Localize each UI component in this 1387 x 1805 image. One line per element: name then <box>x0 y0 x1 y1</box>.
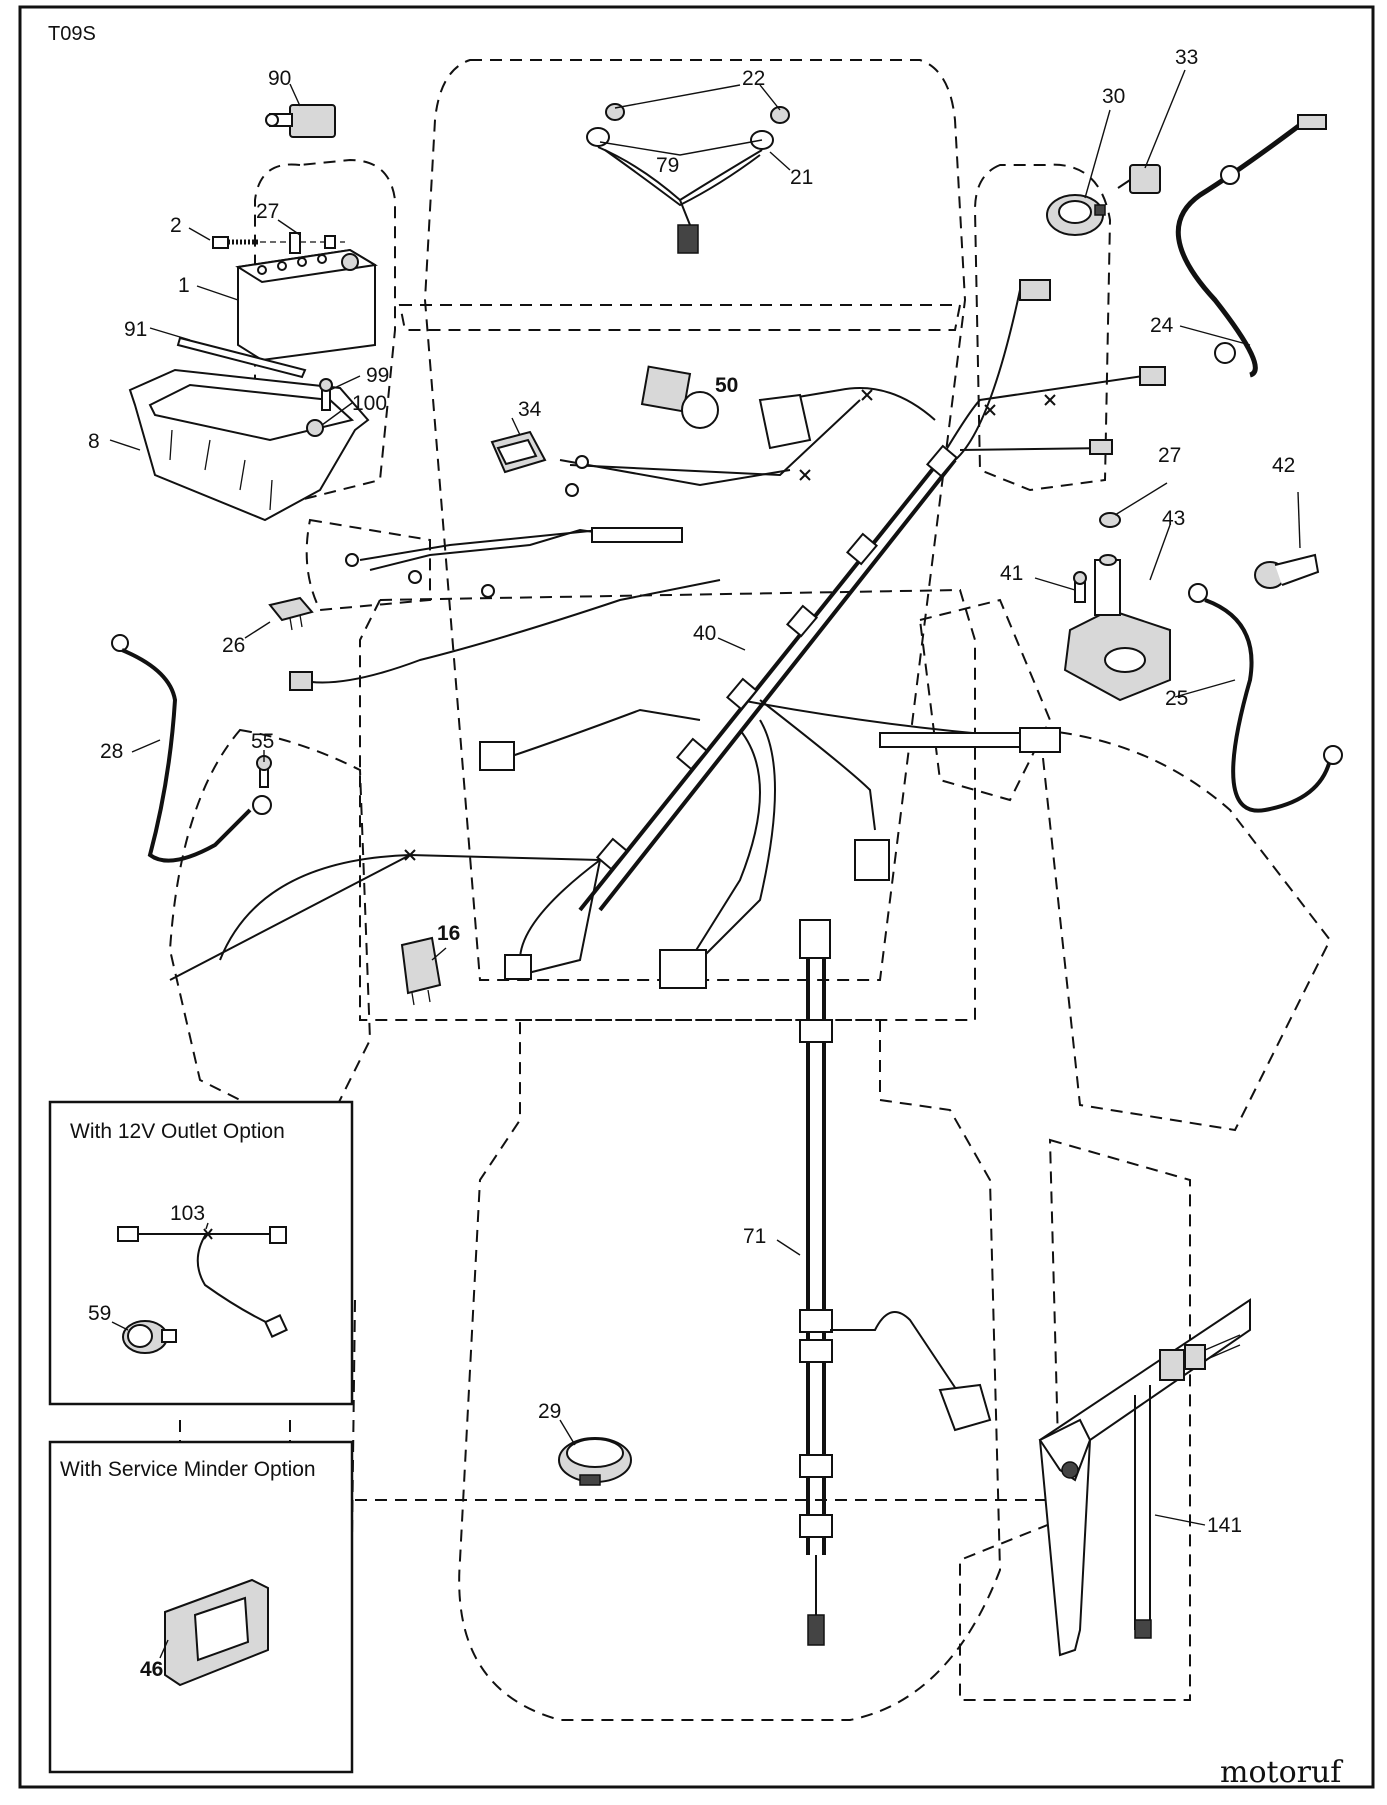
callout-40: 40 <box>693 622 716 645</box>
part-34-rocker-switch <box>490 430 547 474</box>
part-26-fuse <box>268 596 314 631</box>
part-100-nut <box>306 419 324 437</box>
callout-25: 25 <box>1165 687 1188 710</box>
part-91-strap <box>176 336 307 379</box>
part-71-harness <box>799 919 992 1646</box>
minder-option-title: With Service Minder Option <box>60 1458 316 1481</box>
callout-71: 71 <box>743 1225 766 1248</box>
callout-50: 50 <box>715 374 738 397</box>
part-30-ignition-switch <box>1046 194 1106 236</box>
outlet-option-box: With 12V Outlet Option <box>48 1100 354 1406</box>
part-46-service-minder <box>164 1578 269 1687</box>
minder-option-box: With Service Minder Option <box>48 1440 354 1774</box>
callout-27a: 27 <box>256 200 279 223</box>
part-16-relay <box>400 936 442 1006</box>
callout-33: 33 <box>1175 46 1198 69</box>
callout-103: 103 <box>170 1202 205 1225</box>
callout-22: 22 <box>742 67 765 90</box>
part-25-cable <box>1188 583 1343 813</box>
callout-59: 59 <box>88 1302 111 1325</box>
page-frame <box>18 5 1375 1789</box>
callout-41: 41 <box>1000 562 1023 585</box>
callout-labels: T09S 90 22 79 21 33 30 2 27 1 91 99 100 … <box>48 23 1295 1681</box>
part-2-bolt <box>212 232 345 254</box>
part-99-screw <box>319 378 333 411</box>
part-41-bolt <box>1073 571 1087 603</box>
part-27-nut <box>1099 512 1121 528</box>
callout-34: 34 <box>518 398 542 421</box>
part-90-connector <box>265 104 336 138</box>
callout-26: 26 <box>222 634 245 657</box>
part-103-outlet-harness <box>117 1226 288 1338</box>
callout-43: 43 <box>1162 507 1185 530</box>
part-42-boot <box>1254 553 1320 589</box>
main-harness <box>169 279 1166 989</box>
watermark-text: motoruf <box>1220 1755 1343 1790</box>
callout-79: 79 <box>656 154 679 177</box>
leader-lines <box>109 69 1301 1659</box>
callout-8: 8 <box>88 430 100 453</box>
part-24-cable <box>1175 114 1327 378</box>
callout-99: 99 <box>366 364 389 387</box>
part-43-solenoid <box>1063 554 1171 702</box>
callout-90: 90 <box>268 67 291 90</box>
part-1-battery <box>235 248 378 362</box>
callout-2: 2 <box>170 214 182 237</box>
callout-30: 30 <box>1102 85 1125 108</box>
callout-16: 16 <box>437 922 460 945</box>
part-28-ground-cable <box>111 634 272 863</box>
callout-21: 21 <box>790 166 813 189</box>
callout-46: 46 <box>140 1658 163 1681</box>
part-8-battery-tray <box>128 368 370 522</box>
callout-141: 141 <box>1207 1514 1242 1537</box>
part-33-key <box>1117 164 1161 194</box>
part-50-switch <box>640 365 812 450</box>
callout-100: 100 <box>352 392 387 415</box>
callout-42: 42 <box>1272 454 1295 477</box>
callout-29: 29 <box>538 1400 561 1423</box>
outlet-option-title: With 12V Outlet Option <box>70 1120 285 1143</box>
page-code-label: T09S <box>48 23 96 45</box>
callout-91: 91 <box>124 318 147 341</box>
part-21-light-harness <box>586 103 790 254</box>
callout-28: 28 <box>100 740 123 763</box>
callout-27b: 27 <box>1158 444 1181 467</box>
callout-55: 55 <box>251 730 274 753</box>
part-29-seat-switch <box>558 1437 632 1486</box>
callout-1: 1 <box>178 274 190 297</box>
callout-24: 24 <box>1150 314 1174 337</box>
part-59-outlet <box>122 1320 177 1354</box>
part-141-switch-bracket <box>1038 1298 1251 1657</box>
